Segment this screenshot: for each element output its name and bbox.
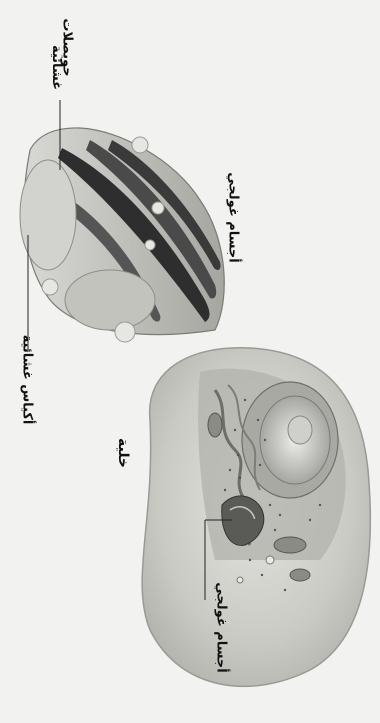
mitochondrion <box>208 413 222 437</box>
cell-vesicle <box>237 577 243 583</box>
label-membrane-sacs: أكياس غشائية <box>19 335 34 425</box>
nucleolus <box>288 416 312 444</box>
cell-illustration <box>142 348 370 687</box>
golgi-apparatus <box>20 128 224 335</box>
vesicle <box>145 240 155 250</box>
vesicle <box>132 137 148 153</box>
label-vesicles-line2: غشائية <box>49 45 64 90</box>
golgi-lower-lobe <box>65 270 155 330</box>
mitochondrion <box>290 569 310 581</box>
label-golgi-apparatus: أجسام غولجي <box>226 172 241 262</box>
vesicle <box>152 202 164 214</box>
vesicle <box>115 322 135 342</box>
vesicle <box>42 279 58 295</box>
cell-vesicle <box>266 556 274 564</box>
label-cell-golgi: أجسام غولجي <box>214 582 229 672</box>
mitochondrion <box>274 537 306 553</box>
label-cell: خلية <box>115 438 131 468</box>
